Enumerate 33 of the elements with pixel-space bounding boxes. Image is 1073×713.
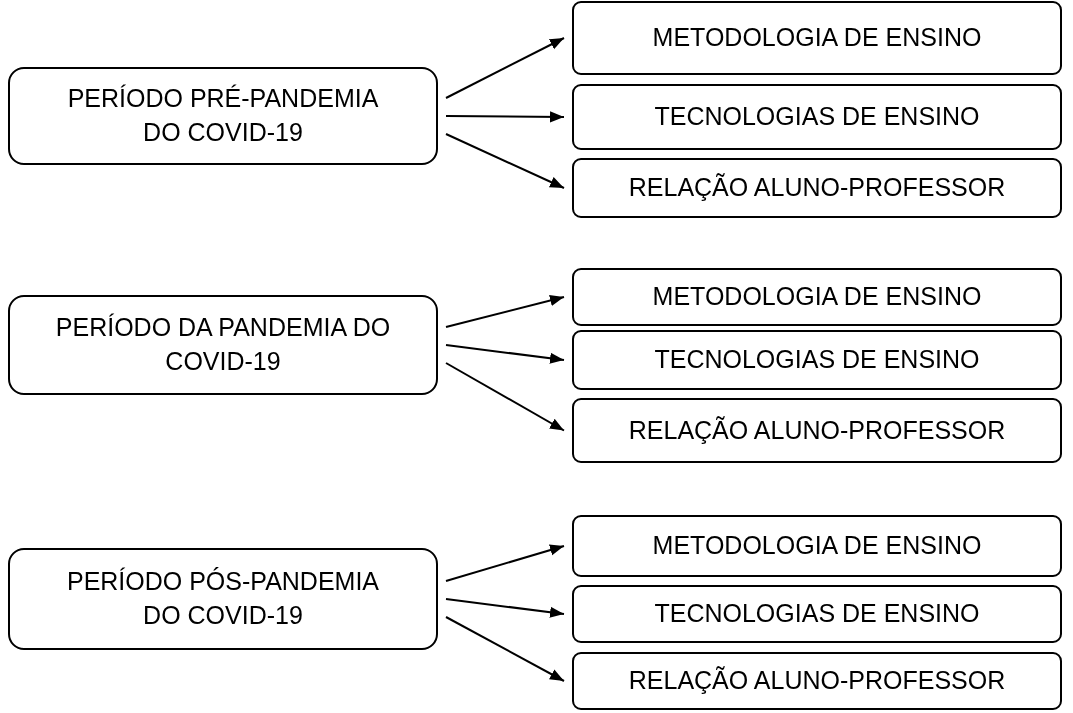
arrow: [445, 133, 565, 189]
arrow: [445, 598, 565, 618]
box-label: PERÍODO DA PANDEMIA DO COVID-19: [54, 312, 392, 377]
box-label: METODOLOGIA DE ENSINO: [652, 22, 982, 54]
box-label: TECNOLOGIAS DE ENSINO: [654, 598, 980, 630]
topic-box: [572, 585, 1062, 643]
topic-box: [572, 84, 1062, 150]
period-box: [8, 548, 438, 650]
arrow: [445, 362, 565, 432]
topic-box: [572, 158, 1062, 218]
arrow: [445, 111, 565, 123]
topic-box: [572, 268, 1062, 326]
topic-box: [572, 398, 1062, 463]
topic-box: [572, 515, 1062, 577]
arrow: [445, 295, 565, 328]
period-box: [8, 295, 438, 395]
box-label: TECNOLOGIAS DE ENSINO: [654, 344, 980, 376]
box-label: RELAÇÃO ALUNO-PROFESSOR: [628, 414, 1006, 446]
box-label: METODOLOGIA DE ENSINO: [652, 530, 982, 562]
topic-box: [572, 652, 1062, 710]
arrow: [445, 37, 565, 99]
box-label: PERÍODO PRÉ-PANDEMIA DO COVID-19: [66, 83, 380, 148]
period-box: [8, 67, 438, 165]
box-label: METODOLOGIA DE ENSINO: [652, 281, 982, 313]
topic-box: [572, 1, 1062, 75]
box-label: RELAÇÃO ALUNO-PROFESSOR: [628, 665, 1006, 697]
topic-box: [572, 330, 1062, 390]
box-label: PERÍODO PÓS-PANDEMIA DO COVID-19: [65, 566, 381, 631]
box-label: TECNOLOGIAS DE ENSINO: [654, 101, 980, 133]
arrow: [445, 344, 565, 364]
arrow: [445, 544, 565, 582]
box-label: RELAÇÃO ALUNO-PROFESSOR: [628, 172, 1006, 204]
arrow: [445, 616, 565, 682]
